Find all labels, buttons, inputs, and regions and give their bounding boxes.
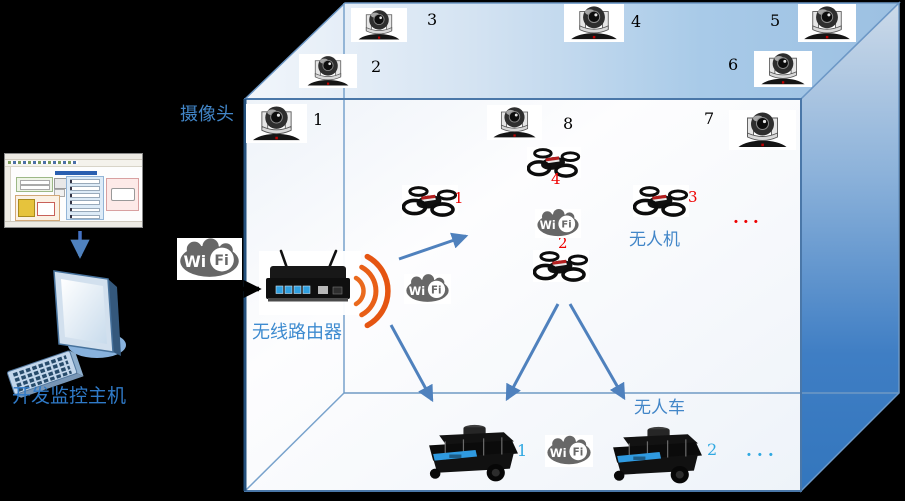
uav-4-number: 4 — [551, 170, 561, 188]
arrow-uav2-to-ugv2 — [568, 303, 626, 401]
thumbnail-red-block — [37, 202, 55, 216]
thumbnail-yellow-block — [18, 199, 36, 218]
ptz-camera-glyph — [738, 112, 787, 147]
model-software-screenshot — [4, 153, 143, 228]
connection-arrows — [70, 231, 626, 403]
ptz-camera-glyph — [307, 56, 349, 86]
router-antenna-left — [279, 249, 289, 270]
wifi-badge-router-area: Wi Fi — [404, 274, 451, 304]
camera-5-icon — [798, 4, 856, 42]
camera-4-icon — [564, 4, 624, 42]
camera-8-number: 8 — [563, 114, 574, 133]
ptz-camera-glyph — [804, 6, 850, 40]
ptz-camera-glyph — [253, 106, 300, 141]
router-antenna-right — [327, 249, 338, 270]
label-cameras: 摄像头 — [180, 104, 234, 125]
router-signal-waves-icon — [353, 253, 391, 329]
quadcopter-glyph — [633, 186, 689, 217]
room-cube — [243, 1, 901, 493]
uav-2-number: 2 — [558, 234, 568, 252]
arrow-router-to-ugv1 — [389, 324, 434, 403]
ground-robot-glyph — [613, 426, 702, 484]
camera-2-number: 2 — [371, 57, 382, 76]
thumbnail-toolbar-buttons — [8, 161, 78, 164]
more-uavs-ellipsis: ... — [733, 208, 763, 228]
wifi-wi-text: Wi — [184, 252, 207, 271]
wifi-fi-text: Fi — [561, 220, 571, 231]
ptz-camera-glyph — [358, 10, 400, 40]
wifi-fi-text: Fi — [214, 253, 228, 269]
quadcopter-glyph — [402, 186, 458, 217]
thumbnail-pink-panel — [105, 178, 140, 211]
camera-1-number: 1 — [313, 110, 324, 129]
thumbnail-statusbar — [5, 221, 142, 227]
thumbnail-menubar — [5, 154, 142, 160]
wifi-logo-glyph: Wi Fi — [406, 274, 449, 302]
ugv-2-icon — [603, 423, 704, 486]
ugv-1-number: 1 — [517, 441, 528, 460]
wifi-badge-host-link: Wi Fi — [177, 238, 242, 280]
ugv-1-icon — [419, 421, 520, 484]
uav-3-number: 3 — [688, 188, 698, 206]
quadcopter-glyph — [527, 148, 581, 178]
camera-1-icon — [246, 104, 307, 143]
camera-6-icon — [754, 51, 812, 87]
wifi-logo-glyph: Wi Fi — [547, 435, 591, 465]
room-floor-left-edge — [244, 392, 345, 492]
host-computer — [7, 270, 126, 398]
wifi-badge-ugv-area: Wi Fi — [545, 435, 593, 467]
thumbnail-blue-panel — [65, 175, 104, 220]
monitor-icon — [53, 270, 121, 356]
wifi-logo-glyph: Wi Fi — [537, 209, 579, 237]
camera-3-number: 3 — [427, 10, 438, 29]
camera-6-number: 6 — [728, 55, 739, 74]
arrow-uav2-to-ugv1 — [505, 303, 560, 402]
uav-2-icon — [533, 250, 589, 282]
wifi-badge-uav-area: Wi Fi — [535, 209, 581, 238]
thumbnail-green-panel — [16, 176, 54, 193]
camera-3-icon — [351, 8, 407, 42]
thumbnail-model-canvas — [11, 167, 141, 222]
ptz-camera-glyph — [571, 6, 617, 40]
camera-8-icon — [487, 105, 542, 140]
label-wireless-router: 无线路由器 — [252, 322, 342, 343]
uav-3-icon — [633, 185, 689, 217]
ptz-camera-glyph — [493, 107, 536, 138]
wifi-fi-text: Fi — [431, 285, 441, 296]
thumbnail-model-title — [55, 171, 97, 175]
ground-robot-glyph — [429, 424, 518, 482]
ptz-camera-glyph — [761, 53, 805, 85]
label-uavs: 无人机 — [629, 230, 680, 250]
ugv-2-number: 2 — [707, 440, 718, 459]
uav-1-icon — [402, 185, 458, 217]
label-dev-monitoring-host: 开发监控主机 — [12, 385, 127, 407]
thumbnail-side-toolbar — [5, 167, 11, 223]
more-ugvs-ellipsis: ... — [746, 441, 779, 461]
camera-4-number: 4 — [631, 12, 642, 31]
label-ugvs: 无人车 — [634, 398, 685, 418]
wifi-wi-text: Wi — [540, 219, 556, 232]
router-ports — [275, 285, 343, 295]
thumbnail-tan-panel — [14, 194, 60, 221]
uav-4-icon — [527, 147, 581, 178]
wifi-wi-text: Wi — [409, 284, 425, 298]
wireless-router-icon — [259, 249, 361, 315]
wifi-fi-text: Fi — [573, 446, 584, 458]
quadcopter-glyph — [533, 251, 589, 282]
camera-7-icon — [729, 110, 796, 150]
keyboard-icon — [7, 350, 84, 398]
wifi-logo-glyph: Wi Fi — [180, 238, 239, 277]
camera-2-icon — [299, 54, 357, 88]
arrow-router-to-uavs — [398, 232, 469, 261]
wifi-wi-text: Wi — [550, 446, 567, 460]
camera-5-number: 5 — [770, 11, 781, 30]
uav-1-number: 1 — [454, 189, 464, 207]
camera-7-number: 7 — [704, 109, 715, 128]
